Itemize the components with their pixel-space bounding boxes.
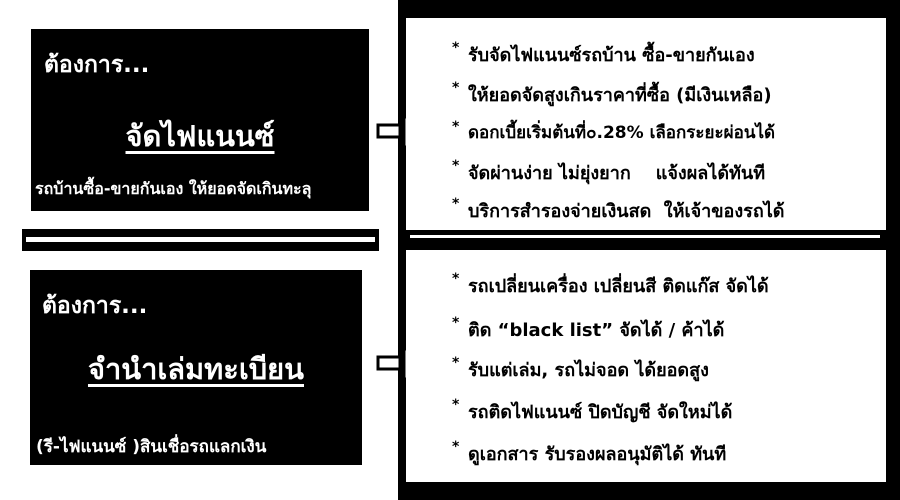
left-divider [22, 229, 379, 251]
top-item: * บริการสำรองจ่ายเงินสด ให้เจ้าของรถได้ [452, 196, 784, 225]
bullet-icon: * [452, 80, 460, 96]
bottom-item: * รถติดไฟแนนซ์ ปิดบัญชี จัดใหม่ได้ [452, 397, 732, 426]
bullet-icon: * [452, 196, 460, 212]
bullet-icon: * [452, 158, 460, 174]
bullet-icon: * [452, 40, 460, 56]
bullet-icon: * [452, 119, 460, 135]
top-subtitle: รถบ้านซื้อ-ขายกันเอง ให้ยอดจัดเกินทะลุ [35, 179, 312, 198]
top-item-text: จัดผ่านง่าย ไม่ยุ่งยาก แจ้งผลได้ทันที [468, 163, 766, 184]
top-title: จัดไฟแนนซ์ [125, 119, 275, 153]
bottom-heading: ต้องการ... [42, 293, 148, 319]
bottom-item-text: รถติดไฟแนนซ์ ปิดบัญชี จัดใหม่ได้ [468, 402, 733, 423]
bottom-item: * รถเปลี่ยนเครื่อง เปลี่ยนสี ติดแก๊ส จัดไ… [452, 271, 769, 300]
top-benefits-panel [406, 18, 886, 230]
bottom-item-text: รถเปลี่ยนเครื่อง เปลี่ยนสี ติดแก๊ส จัดได… [468, 276, 769, 297]
bottom-item-text: รับแต่เล่ม, รถไม่จอด ได้ยอดสูง [468, 360, 709, 381]
bottom-subtitle: (รี-ไฟแนนซ์ )สินเชื่อรถแลกเงิน [36, 437, 267, 457]
bottom-item: * รับแต่เล่ม, รถไม่จอด ได้ยอดสูง [452, 355, 709, 384]
bottom-item-text: ดูเอกสาร รับรองผลอนุมัติได้ ทันที [468, 444, 727, 465]
top-item: * จัดผ่านง่าย ไม่ยุ่งยาก แจ้งผลได้ทันที [452, 158, 765, 187]
bullet-icon: * [452, 355, 460, 371]
top-item-text: ให้ยอดจัดสูงเกินราคาที่ซื้อ (มีเงินเหลือ… [468, 85, 772, 106]
top-item: * ให้ยอดจัดสูงเกินราคาที่ซื้อ (มีเงินเหลื… [452, 80, 772, 109]
top-item: * รับจัดไฟแนนซ์รถบ้าน ซื้อ-ขายกันเอง [452, 40, 755, 69]
bullet-icon: * [452, 439, 460, 455]
top-item: * ดอกเบี้ยเริ่มต้นที่๐.28% เลือกระยะผ่อนไ… [452, 119, 775, 146]
right-divider-line [410, 235, 880, 238]
left-divider-line [26, 237, 375, 242]
bullet-icon: * [452, 315, 460, 331]
top-title-box: ต้องการ... จัดไฟแนนซ์ รถบ้านซื้อ-ขายกันเ… [29, 27, 371, 213]
top-item-text: ดอกเบี้ยเริ่มต้นที่๐.28% เลือกระยะผ่อนได… [468, 123, 776, 143]
bottom-title-box: ต้องการ... จำนำเล่มทะเบียน (รี-ไฟแนนซ์ )… [28, 268, 364, 467]
bottom-item: * ดูเอกสาร รับรองผลอนุมัติได้ ทันที [452, 439, 726, 468]
bullet-icon: * [452, 397, 460, 413]
top-item-text: รับจัดไฟแนนซ์รถบ้าน ซื้อ-ขายกันเอง [468, 45, 755, 66]
bullet-icon: * [452, 271, 460, 287]
bottom-title: จำนำเล่มทะเบียน [87, 352, 304, 386]
bottom-item: * ติด “black list” จัดได้ / ค้าได้ [452, 315, 724, 344]
bottom-item-text: ติด “black list” จัดได้ / ค้าได้ [468, 320, 725, 341]
bottom-benefits-panel [406, 250, 886, 482]
top-item-text: บริการสำรองจ่ายเงินสด ให้เจ้าของรถได้ [468, 201, 785, 222]
top-heading: ต้องการ... [44, 52, 150, 78]
